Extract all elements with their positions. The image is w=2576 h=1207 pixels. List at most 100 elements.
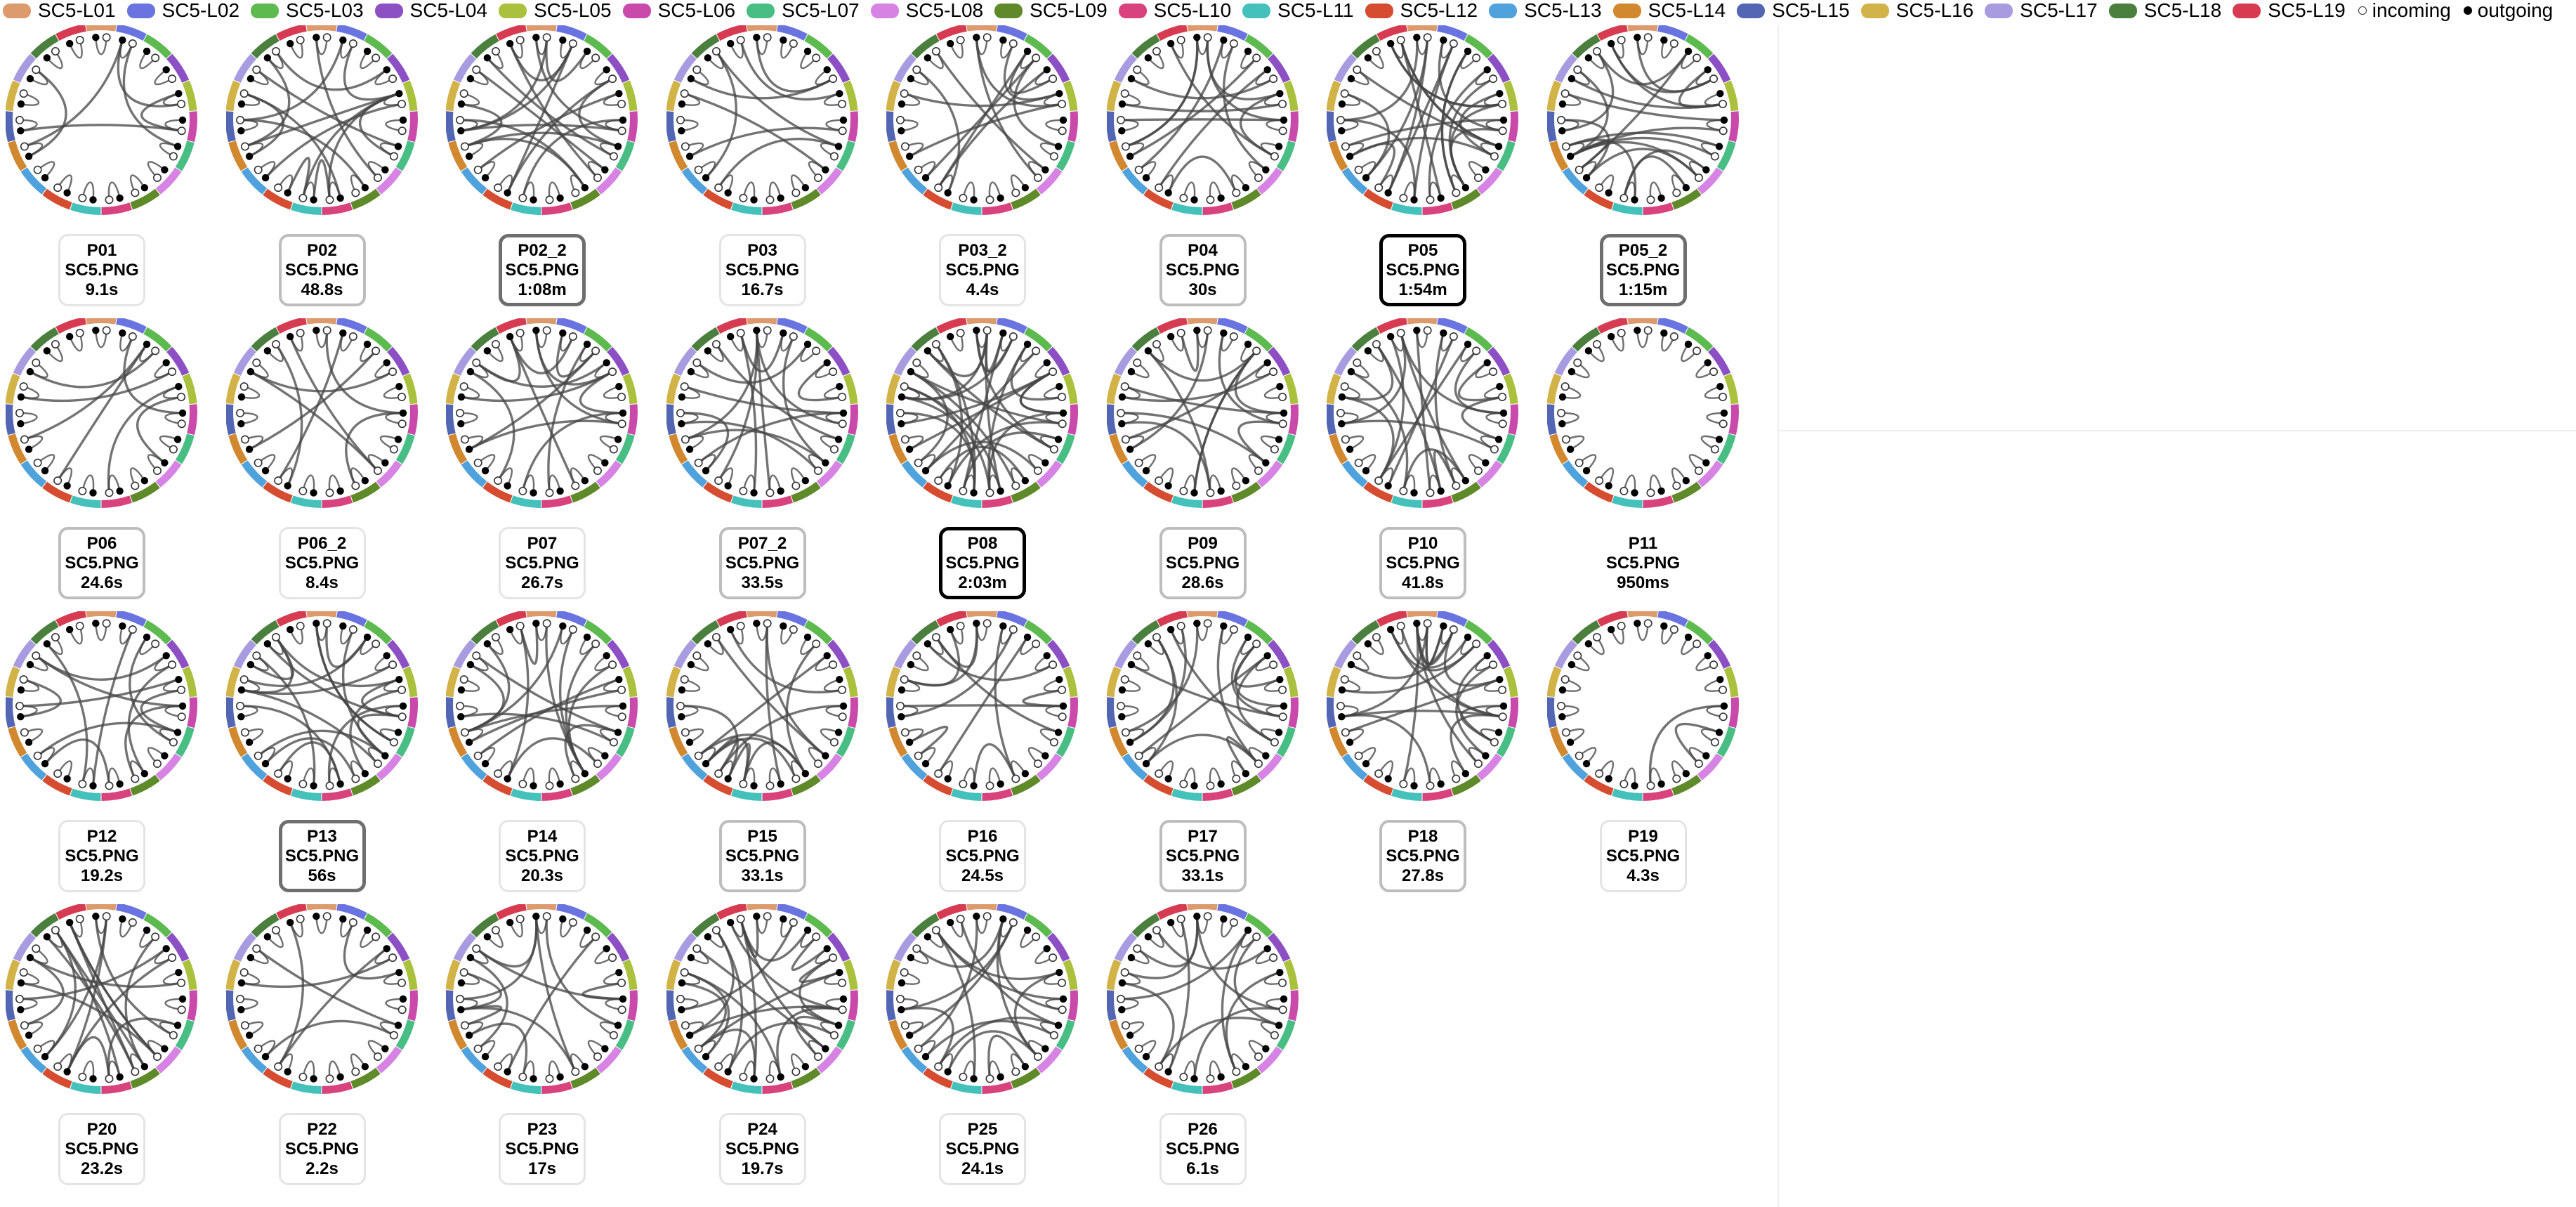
incoming-node [168,367,177,377]
incoming-node [1032,639,1041,648]
ring-segment [1186,25,1218,32]
flow-chord [947,421,1063,487]
node-group [896,912,1067,1083]
incoming-node [1372,339,1381,348]
outgoing-node [483,933,492,941]
ring-segment [526,611,557,618]
outgoing-node [263,347,271,355]
flow-chord [1457,361,1503,402]
incoming-node [1033,759,1042,769]
ring-segment [453,639,476,669]
incoming-node [254,751,263,760]
ring-segment [1562,460,1588,488]
ring-segment [1067,697,1078,729]
incoming-node [1341,728,1350,737]
ring-segment [116,611,147,627]
ring-segment [228,726,247,757]
flow-loop [486,929,504,948]
ring-segment [116,904,147,920]
flow-loop [522,767,535,786]
incoming-node [1694,174,1703,183]
flow-chord [785,643,817,775]
flow-chord [717,705,843,775]
ring-segment [1283,80,1298,112]
chord-diagram [6,25,198,215]
outgoing-node [119,36,126,44]
outgoing-node [247,74,254,83]
outgoing-node [685,445,693,453]
incoming-node [397,979,406,988]
outgoing-node [970,1075,978,1083]
incoming-node [322,912,331,921]
flow-loop [1560,412,1579,425]
outgoing-node [803,633,811,641]
ring-segment [1643,788,1674,801]
outgoing-node [776,1073,784,1081]
flow-chord [909,726,949,757]
chord-group [1341,330,1504,493]
ring-segment [130,774,160,796]
ring-segment [155,753,182,781]
legend-label: SC5-L03 [286,0,364,21]
ring-segment [461,460,487,488]
outgoing-node [504,189,511,197]
ring-segment [155,460,182,488]
outgoing-node [361,183,369,192]
outgoing-node [261,1052,269,1061]
ring-segment [1114,53,1137,83]
chord-diagram [666,25,858,215]
incoming-node [791,774,800,783]
ring-segment [1657,611,1688,627]
ring-segment [241,167,267,195]
outgoing-node [776,487,784,495]
incoming-node [251,65,261,74]
ring-segment [1156,25,1188,41]
ring-segment [668,1019,688,1050]
ring-segment [290,495,321,508]
incoming-node [19,382,28,391]
flow-chord [459,916,538,1000]
ring-segment [482,481,513,503]
outgoing-node [1216,194,1225,202]
incoming-node [714,769,723,778]
incoming-node [1489,74,1498,84]
incoming-node [956,36,965,45]
chord-group [900,330,1064,493]
ring-segment [471,620,499,645]
chord-group [20,39,182,158]
outgoing-node [17,979,25,987]
ring-segment [570,481,600,503]
flow-loop [350,1053,366,1072]
